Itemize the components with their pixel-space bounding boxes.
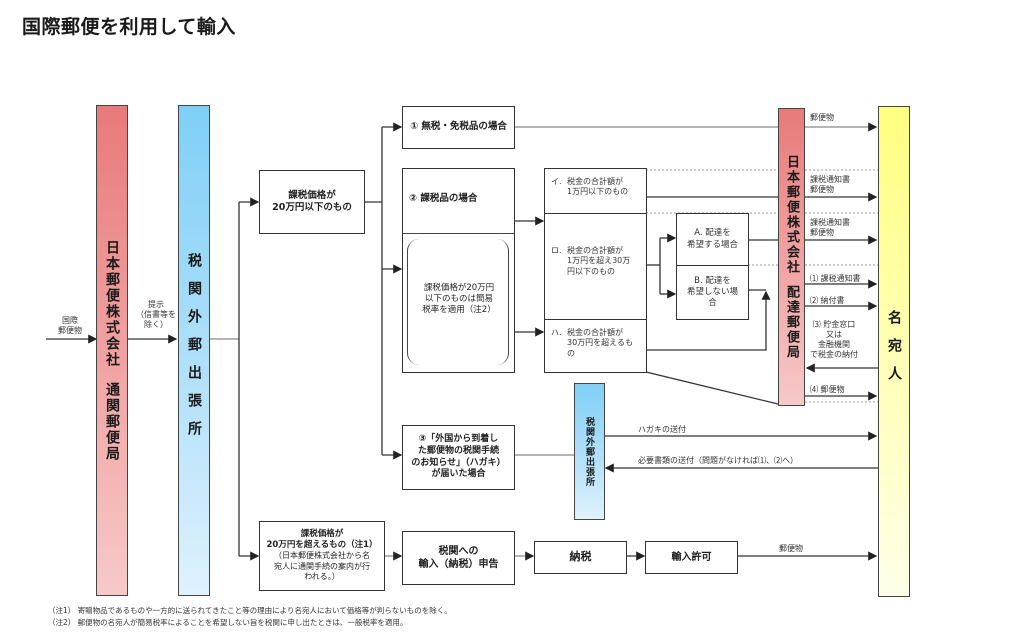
- label-mail-1: 郵便物: [810, 113, 834, 122]
- over-200k-subtext: （日本郵便株式会社から名 宛人に通関手続の案内が行 われる。）: [274, 551, 370, 582]
- box-case1-taxfree: ① 無税・免税品の場合: [402, 106, 515, 149]
- line-ha-diagonal: [645, 371, 779, 405]
- label-send-documents: 必要書類の送付（問題がなければ⑴、⑵へ）: [638, 456, 798, 465]
- customs-branch-small-label: 税関外郵出張所: [584, 416, 594, 487]
- over-200k-title: 課税価格が 20万円を超えるもの（注1）: [266, 529, 378, 551]
- page-title: 国際郵便を利用して輸入: [22, 16, 236, 38]
- addressee-label: 名宛人: [886, 309, 902, 394]
- label-final-mail: 郵便物: [779, 544, 803, 553]
- footnote-2: （注2） 郵便物の名宛人が簡易税率によることを希望しない旨を税関に申し出たときは…: [48, 618, 408, 627]
- post-office-name-right: 日本郵便株式会社: [784, 154, 799, 275]
- label-step3: ⑶ 貯金窓口 又は 金融機関 で税金の納付: [810, 320, 858, 359]
- label-notice-b: 課税通知書 郵便物: [810, 218, 850, 237]
- case2-divider: [403, 233, 514, 234]
- arrow-ha-to-b: [646, 290, 771, 351]
- customs-post-office-label: 通関郵便局: [104, 381, 120, 462]
- label-notice-a: 課税通知書 郵便物: [810, 175, 850, 194]
- case2-label: ② 課税品の場合: [409, 193, 478, 204]
- sub-case-ro: ロ.税金の合計額が 1万円を超え30万 円以下のもの: [544, 213, 647, 320]
- customs-branch-small-bar: 税関外郵出張所: [574, 383, 605, 520]
- sub-case-i: イ.税金の合計額が 1万円以下のもの: [544, 168, 647, 214]
- label-send-postcard: ハガキの送付: [638, 425, 686, 434]
- addressee-bar: 名宛人: [878, 106, 910, 597]
- box-import-permit: 輸入許可: [645, 541, 738, 574]
- customs-branch-bar: 税関外郵出張所: [178, 105, 210, 596]
- box-case2-taxable: ② 課税品の場合 課税価格が20万円 以下のものは簡易 税率を適用（注2）: [402, 168, 515, 373]
- post-office-delivery-bar: 日本郵便株式会社 配達郵便局: [778, 108, 805, 406]
- option-a-delivery: A. 配達を 希望する場合: [676, 213, 749, 266]
- box-payment: 納税: [534, 541, 627, 574]
- intl-mail-label: 国際 郵便物: [58, 316, 82, 335]
- simple-rate-bracket: [407, 239, 509, 365]
- box-declaration: 税関への 輸入（納税）申告: [402, 531, 515, 585]
- label-step1: ⑴ 課税通知書: [810, 274, 861, 283]
- post-office-customs-bar: 日本郵便株式会社 通関郵便局: [96, 105, 128, 596]
- footnote-1: （注1） 寄贈物品であるものや一方的に送られてきたこと等の理由により名宛人におい…: [48, 606, 452, 615]
- post-office-name: 日本郵便株式会社: [104, 239, 120, 368]
- box-over-200k: 課税価格が 20万円を超えるもの（注1） （日本郵便株式会社から名 宛人に通関手…: [259, 521, 385, 591]
- box-under-200k: 課税価格が 20万円以下のもの: [259, 170, 365, 234]
- sub-case-ha: ハ.税金の合計額が 30万円を超えるも の: [544, 319, 647, 373]
- option-b-no-delivery: B. 配達を 希望しない場 合: [676, 265, 749, 320]
- box-case3-postcard: ③「外国から到着し た郵便物の税関手続 のお知らせ」（ハガキ） が届いた場合: [402, 425, 515, 490]
- label-step2: ⑵ 納付書: [810, 296, 845, 305]
- customs-branch-label: 税関外郵出張所: [186, 252, 202, 449]
- label-step4: ⑷ 郵便物: [810, 385, 845, 394]
- presentation-label: 提示 （信書等を 除く）: [136, 300, 176, 329]
- simple-rate-text: 課税価格が20万円 以下のものは簡易 税率を適用（注2）: [422, 283, 496, 316]
- delivery-post-office-label: 配達郵便局: [784, 284, 799, 360]
